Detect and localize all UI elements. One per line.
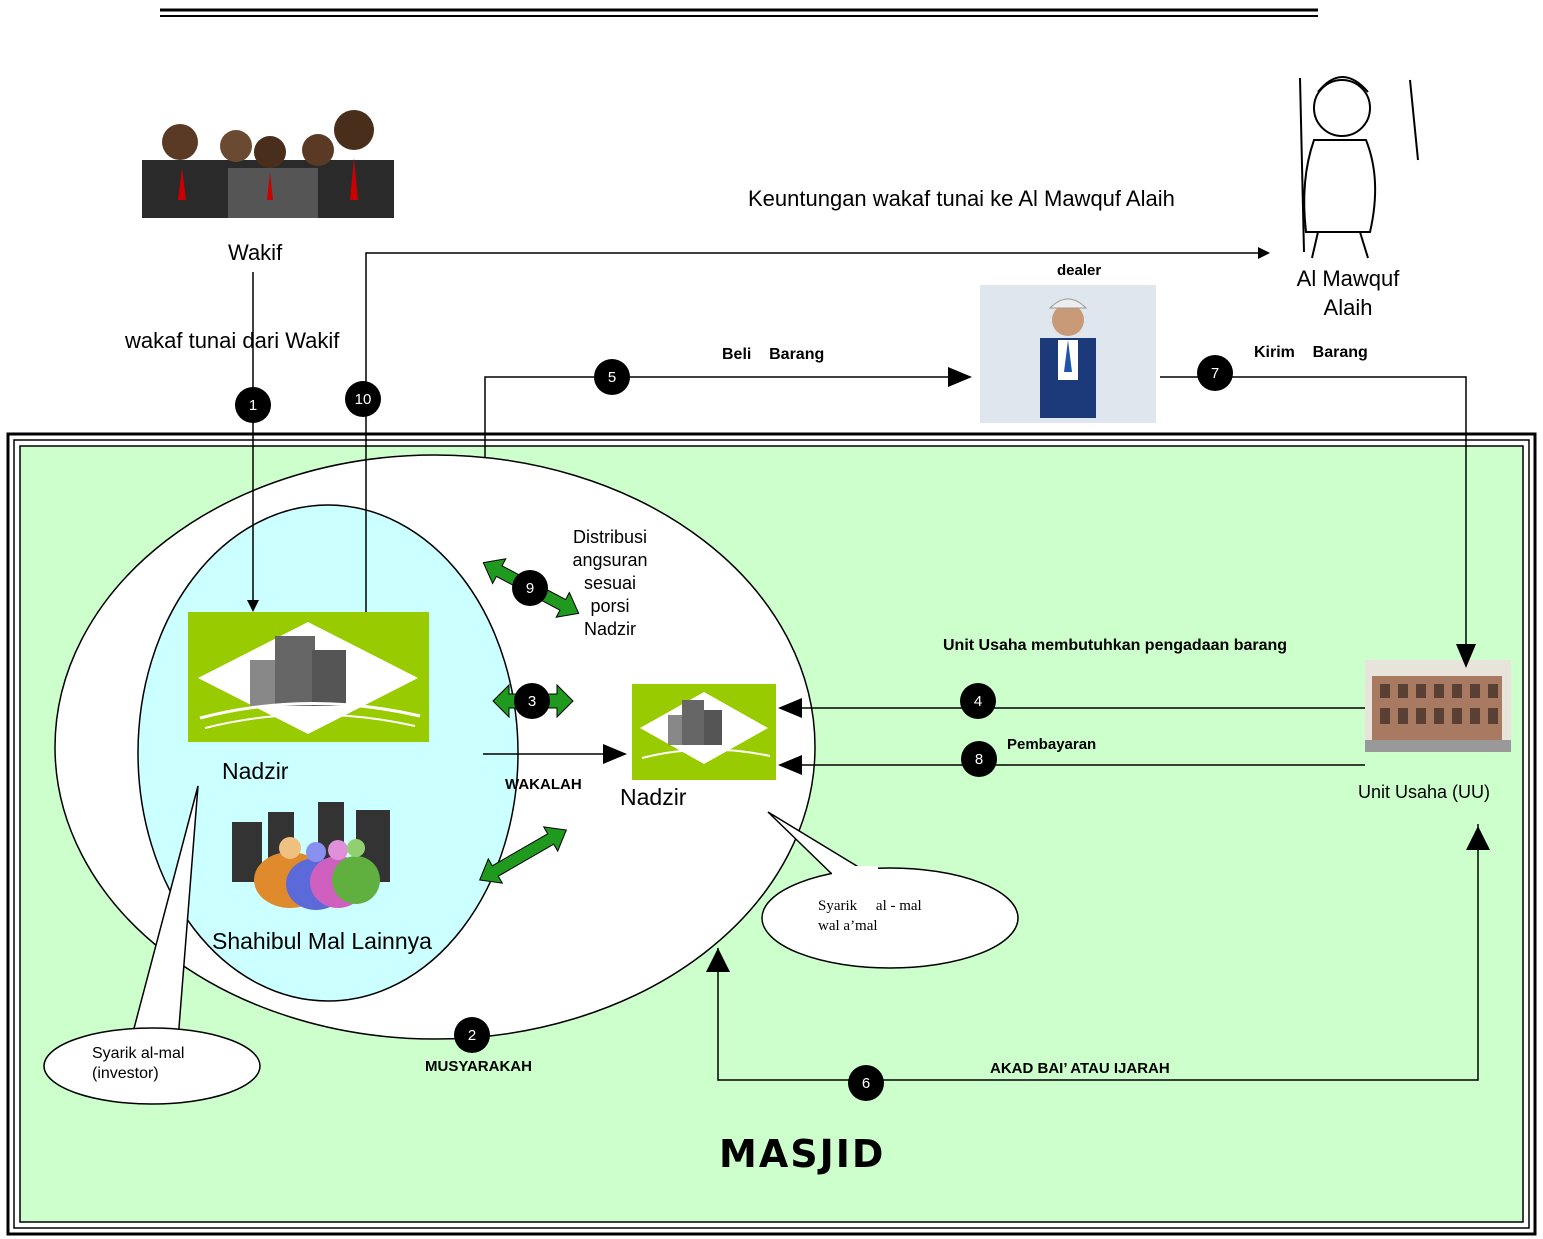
shahibul-mal-label: Shahibul Mal Lainnya	[212, 928, 432, 954]
arrow-kirim-barang	[1160, 376, 1476, 668]
kirim-barang-label: Kirim Barang	[1254, 344, 1368, 361]
crowd-icon	[232, 802, 390, 910]
step-4: 4	[960, 683, 996, 719]
beli-barang-label: Beli Barang	[722, 346, 825, 363]
pembayaran-label: Pembayaran	[1007, 736, 1097, 753]
wakif-label: Wakif	[228, 240, 283, 265]
callout-amal	[761, 811, 1019, 969]
step-8: 8	[961, 741, 997, 777]
callout-investor	[43, 785, 261, 1105]
callout-investor-text: Syarik al-mal (investor)	[92, 1045, 185, 1082]
dealer-photo	[980, 285, 1156, 423]
mawquf-alaih-figure	[1299, 76, 1419, 259]
arrow-beli-barang	[484, 367, 972, 458]
arrow-keuntungan	[365, 247, 1270, 612]
step-10: 10	[345, 381, 381, 417]
step-7: 7	[1197, 355, 1233, 391]
keuntungan-label: Keuntungan wakaf tunai ke Al Mawquf Alai…	[748, 186, 1175, 211]
step-6: 6	[848, 1065, 884, 1101]
akad-label: AKAD BAI’ ATAU IJARAH	[990, 1060, 1170, 1077]
nadzir-center-icon	[632, 684, 776, 780]
shahibul-mal-ellipse	[137, 504, 519, 1002]
unit-usaha-butuh-label: Unit Usaha membutuhkan pengadaan barang	[943, 637, 1288, 654]
step-2: 2	[454, 1017, 490, 1053]
callout-amal-text: Syarik al - mal wal a’mal	[818, 898, 922, 934]
unit-usaha-label: Unit Usaha (UU)	[1358, 782, 1491, 802]
distribusi-label: Distribusi angsuran sesuai porsi Nadzir	[572, 527, 648, 639]
masjid-region	[6, 432, 1537, 1236]
unit-usaha-photo	[1365, 660, 1511, 752]
wakif-group-icon	[142, 110, 394, 218]
dealer-label: dealer	[1057, 262, 1102, 279]
wakalah-label: WAKALAH	[505, 776, 582, 793]
step-9: 9	[512, 570, 548, 606]
arrow-akad	[717, 824, 1479, 1081]
nadzir-center-label: Nadzir	[620, 784, 687, 810]
step-3: 3	[514, 683, 550, 719]
nadzir-left-icon	[188, 612, 429, 742]
green-arrow-lower	[478, 826, 568, 884]
masjid-title: MASJID	[719, 1132, 886, 1176]
mawquf-alaih-label: Al Mawquf Alaih	[1296, 266, 1400, 320]
musyarakah-label: MUSYARAKAH	[425, 1058, 532, 1075]
wakaf-tunai-label: wakaf tunai dari Wakif	[125, 328, 340, 353]
nadzir-left-label: Nadzir	[222, 758, 289, 784]
step-5: 5	[594, 359, 630, 395]
step-1: 1	[235, 387, 271, 423]
